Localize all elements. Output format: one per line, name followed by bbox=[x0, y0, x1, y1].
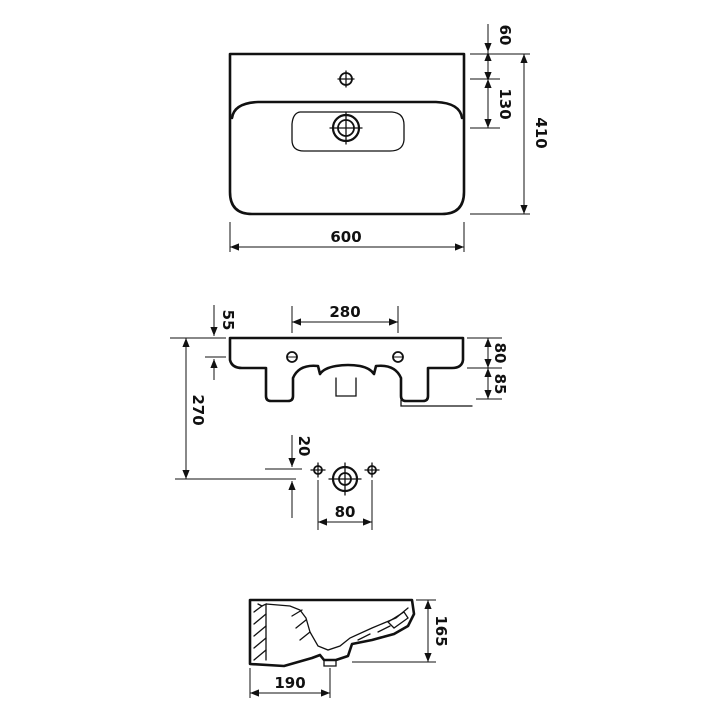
fixing-hole-right-icon bbox=[392, 351, 404, 363]
dimension-label-85: 85 bbox=[491, 374, 509, 395]
tap-hole-icon bbox=[337, 70, 355, 88]
dimension-label-190: 190 bbox=[274, 674, 305, 692]
dimension-label-60: 60 bbox=[496, 25, 514, 46]
dimension-label-80-fixing: 80 bbox=[335, 503, 356, 521]
side-view-overflow-slot bbox=[386, 611, 409, 629]
fixing-hole-left-icon bbox=[286, 351, 298, 363]
front-view-basin-outline bbox=[228, 336, 465, 403]
dimension-label-130: 130 bbox=[496, 88, 514, 119]
dimension-label-55: 55 bbox=[219, 310, 237, 331]
waste-fixing-left-icon bbox=[310, 462, 326, 478]
top-view-basin-outline bbox=[228, 52, 466, 216]
front-view-pedestal-shadow bbox=[400, 399, 473, 407]
waste-detail: 20 80 bbox=[265, 435, 380, 530]
dimension-label-165: 165 bbox=[432, 615, 450, 646]
top-view-drain-recess bbox=[291, 111, 405, 152]
drain-icon bbox=[329, 111, 363, 145]
dimension-label-280: 280 bbox=[329, 303, 360, 321]
dimension-label-80-rim: 80 bbox=[491, 343, 509, 364]
side-view-waste-outlet bbox=[323, 659, 337, 667]
waste-fixing-right-icon bbox=[364, 462, 380, 478]
top-view: 60 130 410 600 bbox=[228, 24, 550, 252]
side-view: 165 190 bbox=[248, 598, 450, 698]
top-view-bowl-outline bbox=[230, 100, 464, 120]
side-view-hatching bbox=[253, 605, 391, 661]
front-view: 280 55 80 85 270 bbox=[170, 303, 509, 480]
waste-drain-icon bbox=[328, 462, 362, 496]
dimension-label-270: 270 bbox=[189, 394, 207, 425]
dimension-label-410: 410 bbox=[532, 117, 550, 148]
dimension-label-20: 20 bbox=[295, 436, 313, 457]
side-view-basin-outline bbox=[248, 598, 416, 668]
dimension-label-600: 600 bbox=[330, 228, 361, 246]
side-view-inner-wall bbox=[257, 602, 409, 661]
front-view-waste-outlet bbox=[335, 377, 357, 397]
